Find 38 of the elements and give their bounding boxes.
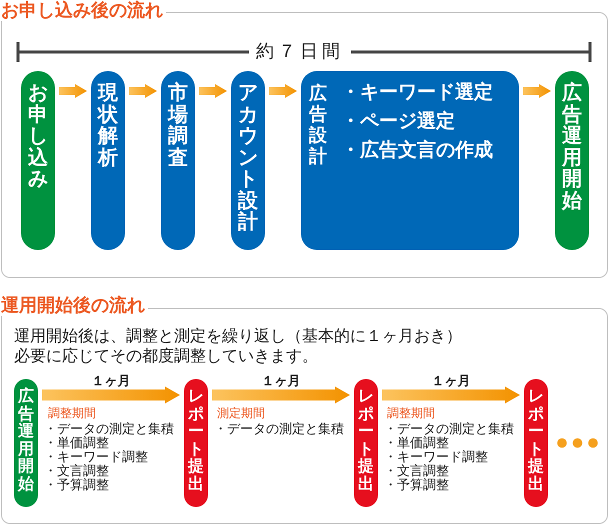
section-heading: お申し込み後の流れ (1, 0, 166, 21)
task-item: ・キーワード調整 (384, 451, 488, 465)
task-item: ・単価調整 (44, 437, 109, 451)
arrow (523, 84, 551, 98)
arrow (382, 386, 520, 404)
bullet-item: ・広告文言の作成 (341, 138, 493, 162)
arrow (199, 84, 227, 98)
step-pill: レポート提出 (524, 379, 548, 507)
task-item: ・単価調整 (384, 437, 449, 451)
task-item: ・データの測定と集積 (384, 423, 514, 437)
arrow (129, 84, 157, 98)
arrow (42, 386, 180, 404)
task-item: ・データの測定と集積 (214, 423, 344, 437)
task-item: ・文言調整 (384, 465, 449, 479)
step-pill: レポート提出 (354, 379, 378, 507)
description-text: 運用開始後は、調整と測定を繰り返し（基本的に１ヶ月おき）必要に応じてその都度調整していきます。 (14, 326, 463, 366)
step-pill: アカウント設計 (231, 71, 265, 250)
arrow (269, 84, 297, 98)
section-panel (1, 0, 608, 278)
step-pill: レポート提出 (184, 379, 208, 507)
step-pill: 市場調査 (161, 71, 195, 250)
task-item: ・予算調整 (384, 479, 449, 493)
step-pill: お申し込み (21, 71, 55, 250)
section-heading: 運用開始後の流れ (1, 295, 148, 316)
task-item: ・キーワード調整 (44, 451, 148, 465)
process-box (301, 71, 519, 250)
step-pill: 現状解析 (91, 71, 125, 250)
task-item: ・データの測定と集積 (44, 423, 174, 437)
task-item: ・予算調整 (44, 479, 109, 493)
box-heading: 広告設計 (309, 83, 327, 167)
step-pill: 広告運用開始 (14, 379, 38, 507)
step-pill: 広告運用開始 (555, 71, 589, 250)
section-panel (1, 295, 608, 524)
task-item: ・文言調整 (44, 465, 109, 479)
arrow (59, 84, 87, 98)
bullet-item: ・キーワード選定 (341, 80, 493, 104)
arrow (212, 386, 350, 404)
bullet-item: ・ページ選定 (341, 109, 455, 133)
